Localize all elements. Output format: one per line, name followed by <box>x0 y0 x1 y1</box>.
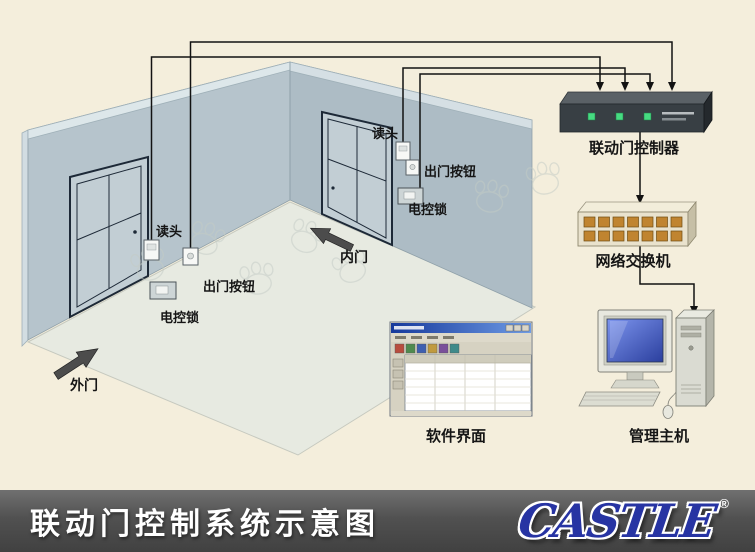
outer-door-label: 外门 <box>70 377 98 393</box>
inner-door-arrow <box>309 227 355 252</box>
inner-door-electric-lock-device <box>397 187 424 205</box>
switch-ports <box>583 216 683 242</box>
flow-arrow <box>636 195 644 204</box>
inner-exit-button-label: 出门按钮 <box>424 164 476 179</box>
flow-arrowheads <box>596 82 698 315</box>
inner-door-reader-device <box>395 141 411 161</box>
mouse <box>662 405 674 419</box>
outer-door <box>69 155 149 319</box>
software-window <box>389 321 533 417</box>
flow-arrow <box>646 82 654 91</box>
brand-logo-text: CASTLE <box>515 494 719 548</box>
brand-logo: CASTLE ® <box>515 492 729 550</box>
room-floor <box>26 201 537 456</box>
management-host-label: 管理主机 <box>629 427 689 445</box>
outer-door-arrow <box>53 348 99 380</box>
page-title: 联动门控制系统示意图 <box>30 508 380 541</box>
monitor-screen <box>606 318 664 363</box>
inner-door-label: 内门 <box>340 249 368 265</box>
wiring-lines <box>150 41 695 308</box>
software-menu-bar <box>391 333 531 342</box>
controller-led <box>643 112 652 121</box>
registered-mark-icon: ® <box>719 496 729 511</box>
outer-door-exit-button-device <box>182 247 199 266</box>
outer-exit-button-label: 出门按钮 <box>203 279 255 294</box>
controller-device <box>559 90 713 134</box>
outer-lock-label: 电控锁 <box>160 310 199 325</box>
watermark-paws <box>130 161 560 295</box>
software-window-titlebar <box>391 323 531 333</box>
flow-arrow <box>621 82 629 91</box>
controller-label: 联动门控制器 <box>589 139 680 157</box>
keyboard <box>578 391 661 407</box>
tower-case <box>675 317 707 407</box>
management-computer <box>578 309 715 419</box>
inner-reader-label: 读头 <box>372 126 398 141</box>
software-ui-label: 软件界面 <box>426 427 486 445</box>
outer-door-electric-lock-device <box>149 281 177 300</box>
network-switch-label: 网络交换机 <box>595 252 670 270</box>
flow-arrow <box>596 82 604 91</box>
outer-door-handle <box>133 230 137 234</box>
controller-led <box>615 112 624 121</box>
outer-reader-label: 读头 <box>156 224 182 239</box>
system-diagram: 读头 出门按钮 电控锁 读头 出门按钮 电控锁 外门 内门 联动门控制器 网络交… <box>21 41 715 456</box>
software-toolbar-icons <box>394 343 460 354</box>
inner-door-handle <box>331 186 335 190</box>
inner-door-exit-button-device <box>405 159 420 176</box>
controller-led <box>587 112 596 121</box>
software-status-bar <box>391 411 531 416</box>
inner-lock-label: 电控锁 <box>408 202 447 217</box>
software-window-buttons <box>505 324 530 332</box>
outer-door-reader-device <box>143 239 160 261</box>
flow-arrow <box>668 82 676 91</box>
network-switch-device <box>577 200 697 248</box>
inner-door <box>321 110 393 247</box>
footer-bar: 联动门控制系统示意图 CASTLE ® <box>0 490 755 552</box>
